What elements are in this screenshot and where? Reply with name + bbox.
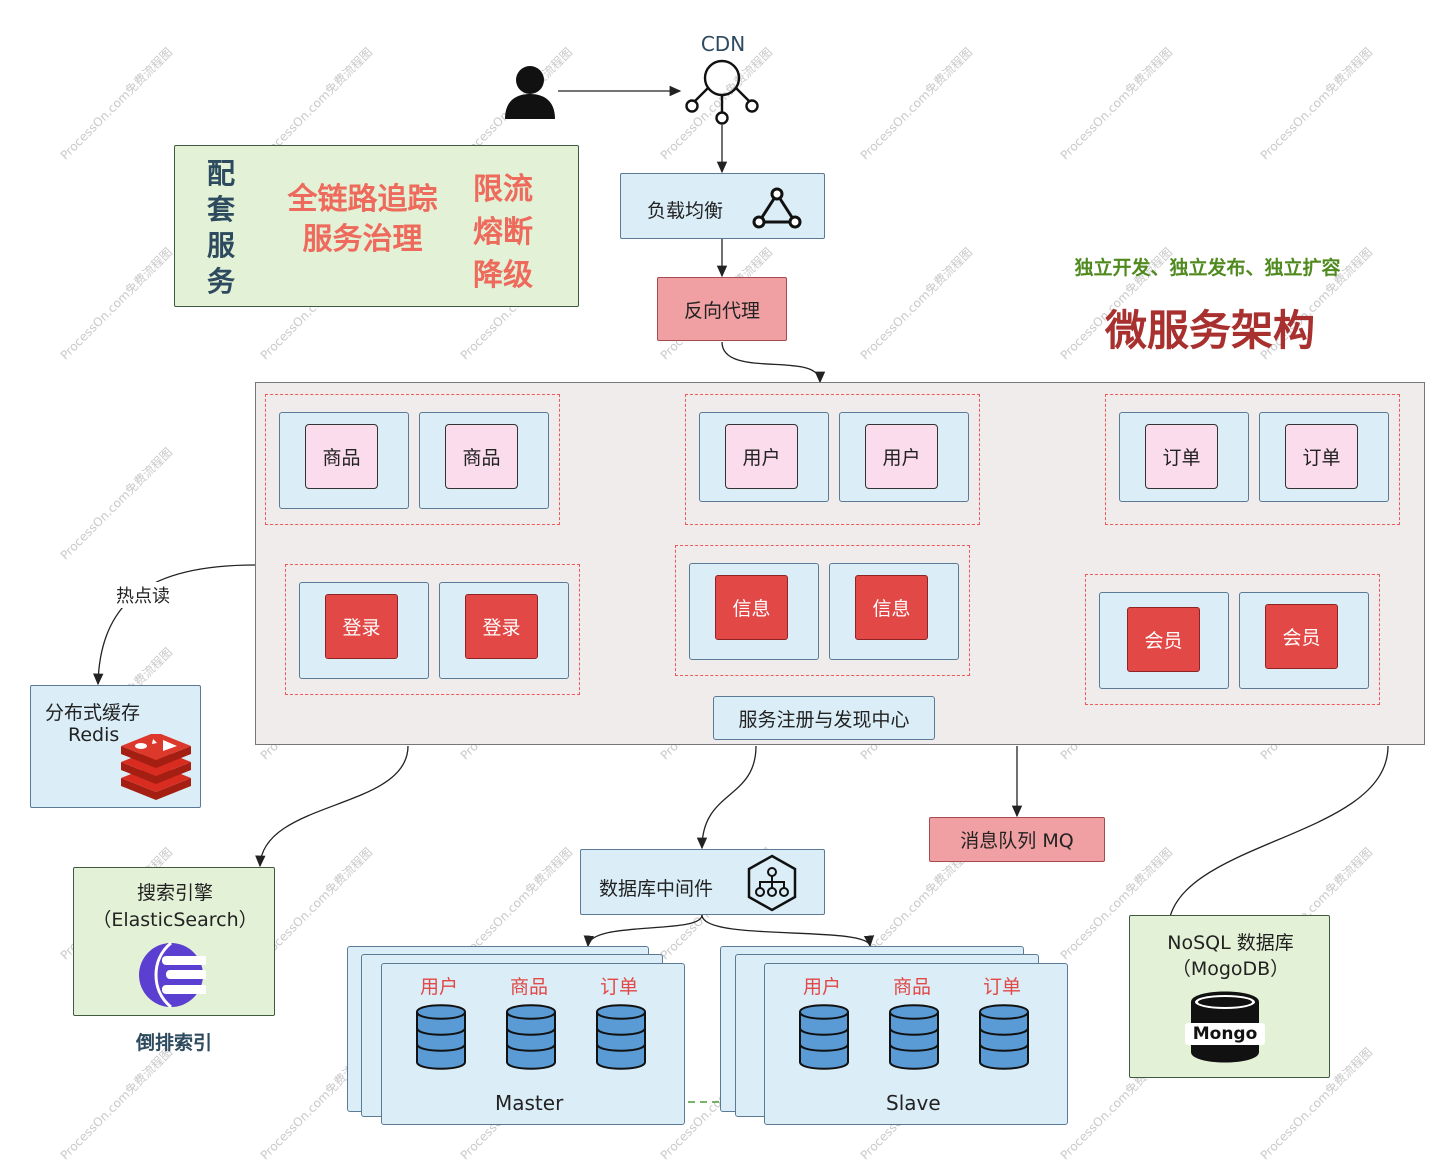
- login-instance: 登录: [299, 582, 429, 679]
- governance-line: 服务治理: [302, 222, 423, 257]
- slave-table-label: 商品: [893, 976, 932, 998]
- tracing-governance-text: 全链路追踪 服务治理: [275, 180, 450, 260]
- service-registry: 服务注册与发现中心: [713, 696, 935, 740]
- distributed-cache-box: 分布式缓存 Redis: [30, 685, 201, 808]
- title-char: 配: [206, 157, 235, 190]
- login-service: 登录: [325, 594, 398, 659]
- master-table-label: 用户: [420, 976, 459, 998]
- inverted-index-caption: 倒排索引: [135, 1032, 212, 1054]
- message-queue-box: 消息队列 MQ: [929, 817, 1105, 862]
- info-service-group: 信息 信息: [675, 545, 970, 676]
- title-char: 套: [206, 193, 235, 226]
- rate-limit-line: 限流: [473, 172, 533, 207]
- database-icon: [889, 1004, 939, 1070]
- member-service: 会员: [1127, 607, 1200, 672]
- database-icon: [416, 1004, 466, 1070]
- slave-label: Slave: [886, 1091, 941, 1115]
- search-engine-label: 搜索引擎: [136, 882, 213, 904]
- login-service: 登录: [465, 594, 538, 659]
- cdn-network-icon: [685, 59, 759, 125]
- supporting-services-title: 配 套 服 务: [201, 156, 241, 300]
- info-instance: 信息: [829, 563, 959, 660]
- info-service: 信息: [855, 575, 928, 640]
- title-char: 服: [206, 229, 235, 262]
- slave-database: 用户 商品 订单 Slave: [764, 963, 1068, 1125]
- architecture-title: 微服务架构: [1104, 306, 1315, 355]
- dbmw-to-slave-arrow: [701, 914, 875, 948]
- search-engine-box: 搜索引擎 （ElasticSearch）: [73, 867, 275, 1016]
- product-instance: 商品: [419, 412, 549, 509]
- redis-logo-icon: [121, 734, 191, 800]
- dbmw-to-master-arrow: [583, 914, 703, 948]
- user-person-icon: [505, 66, 555, 119]
- member-instance: 会员: [1099, 592, 1229, 689]
- order-service-group: 订单 订单: [1105, 394, 1400, 525]
- master-label: Master: [495, 1091, 564, 1115]
- tagline: 独立开发、独立发布、独立扩容: [1074, 257, 1341, 279]
- reverse-proxy-box: 反向代理: [657, 277, 787, 341]
- degrade-line: 降级: [473, 258, 533, 293]
- database-icon: [596, 1004, 646, 1070]
- member-instance: 会员: [1239, 592, 1369, 689]
- db-middleware-icon: [747, 854, 797, 912]
- redis-label: Redis: [68, 724, 120, 746]
- elasticsearch-logo-icon: [139, 941, 206, 1009]
- master-table-label: 商品: [510, 976, 549, 998]
- tracing-line: 全链路追踪: [287, 182, 438, 217]
- cluster-to-dbmw-arrow: [696, 745, 757, 850]
- proxy-to-cluster-arrow: [721, 341, 826, 384]
- load-balance-icon: [752, 187, 802, 229]
- cluster-to-nosql-arrow: [1163, 745, 1389, 932]
- circuit-break-line: 熔断: [473, 215, 533, 250]
- info-instance: 信息: [689, 563, 819, 660]
- load-balancer-box: 负载均衡: [620, 173, 825, 239]
- database-icon: [979, 1004, 1029, 1070]
- member-service: 会员: [1265, 604, 1338, 669]
- elasticsearch-label: （ElasticSearch）: [92, 909, 258, 931]
- info-service: 信息: [715, 575, 788, 640]
- order-instance: 订单: [1259, 412, 1389, 502]
- slave-table-label: 用户: [803, 976, 842, 998]
- product-service: 商品: [305, 424, 378, 489]
- database-icon: [799, 1004, 849, 1070]
- product-instance: 商品: [279, 412, 409, 509]
- cdn-label: CDN: [700, 32, 746, 56]
- load-balancer-label: 负载均衡: [647, 200, 724, 222]
- user-instance: 用户: [839, 412, 969, 502]
- user-service: 用户: [725, 424, 798, 489]
- service-cluster: 商品 商品 用户 用户 订单 订单 登录 登录 信息: [255, 382, 1425, 745]
- nosql-label: NoSQL 数据库: [1167, 932, 1294, 954]
- slave-table-label: 订单: [983, 976, 1022, 998]
- order-service: 订单: [1145, 424, 1218, 489]
- order-service: 订单: [1285, 424, 1358, 489]
- user-service: 用户: [865, 424, 938, 489]
- rate-limit-text: 限流 熔断 降级: [467, 168, 539, 297]
- master-database: 用户 商品 订单 Master: [381, 963, 685, 1125]
- db-middleware-label: 数据库中间件: [599, 878, 714, 900]
- member-service-group: 会员 会员: [1085, 574, 1380, 705]
- cache-label: 分布式缓存: [45, 702, 141, 724]
- login-service-group: 登录 登录: [285, 564, 580, 695]
- nosql-database-box: NoSQL 数据库 （MogoDB） Mongo: [1129, 915, 1330, 1078]
- cluster-to-search-arrow: [255, 745, 409, 868]
- db-middleware-box: 数据库中间件: [580, 849, 825, 915]
- user-instance: 用户: [699, 412, 829, 502]
- login-instance: 登录: [439, 582, 569, 679]
- title-char: 务: [206, 265, 235, 298]
- database-icon: [506, 1004, 556, 1070]
- mongo-logo-text: Mongo: [1192, 1024, 1258, 1044]
- user-service-group: 用户 用户: [685, 394, 980, 525]
- mongodb-label: （MogoDB）: [1171, 958, 1290, 980]
- hot-read-label: 热点读: [116, 582, 170, 608]
- product-service: 商品: [445, 424, 518, 489]
- product-service-group: 商品 商品: [265, 394, 560, 525]
- mongodb-database-icon: [1185, 991, 1265, 1063]
- order-instance: 订单: [1119, 412, 1249, 502]
- master-table-label: 订单: [600, 976, 639, 998]
- supporting-services-box: 配 套 服 务 全链路追踪 服务治理 限流 熔断 降级: [174, 145, 579, 307]
